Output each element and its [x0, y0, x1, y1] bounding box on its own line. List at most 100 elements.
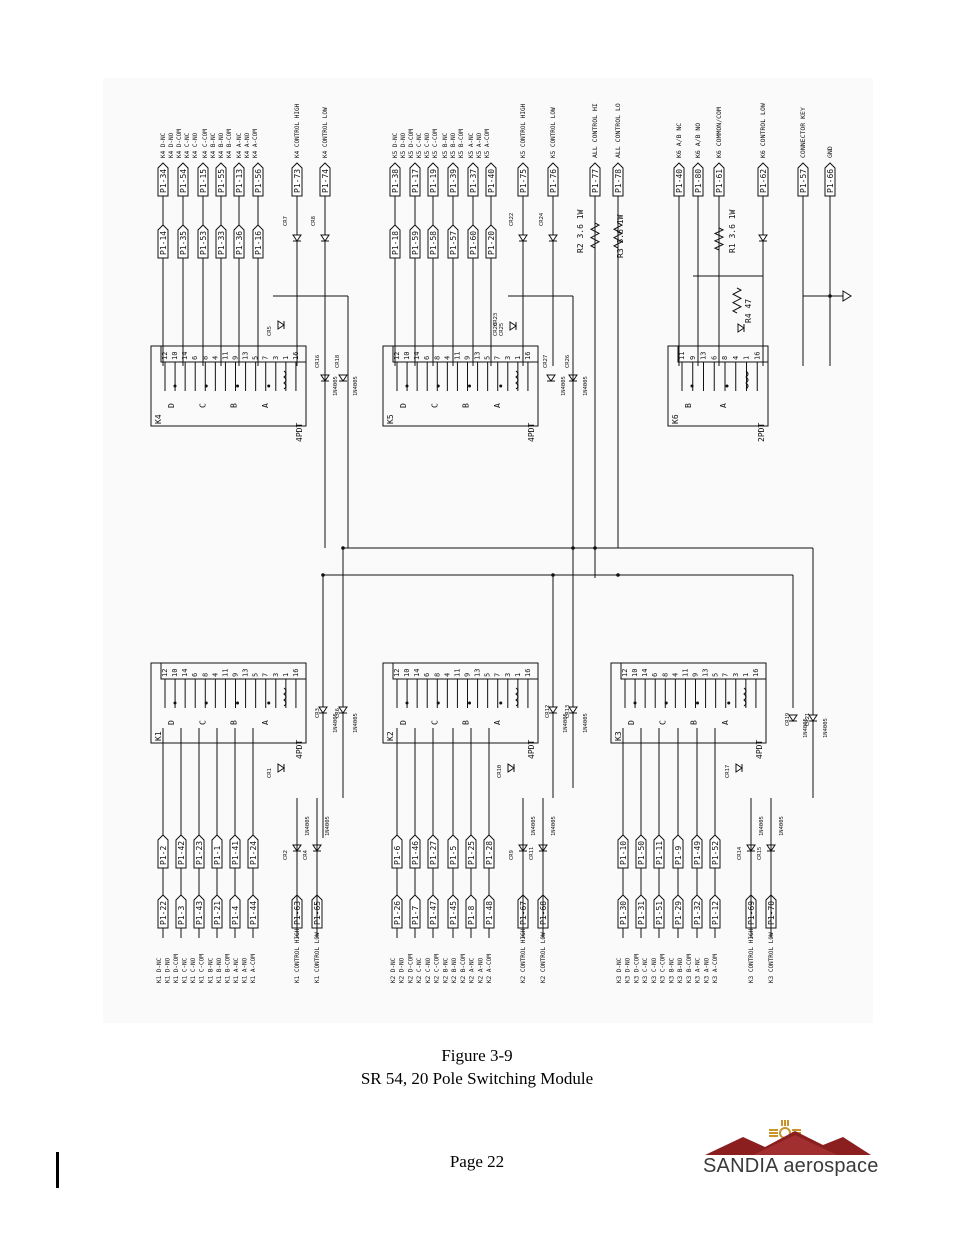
diode-part-label: 1N4005 [353, 713, 359, 733]
k6-connector [797, 162, 809, 197]
connector-label: P1-7 [411, 906, 420, 925]
diode-ref-label: CR8 [311, 216, 317, 226]
k4-connector [157, 162, 169, 197]
connector-label: P1-41 [231, 841, 240, 865]
relay-coil [745, 370, 749, 390]
relay-contact [267, 701, 271, 705]
relay-pin-label: 16 [753, 352, 761, 360]
k4-signal-label: K4 A-NC [236, 132, 243, 158]
relay-name: K2 [386, 731, 395, 741]
k2-signal-label: K2 C-NC [416, 957, 423, 983]
connector-label: P1-4 [231, 906, 240, 925]
connector-label: P1-23 [195, 841, 204, 865]
connector-label: P1-39 [449, 169, 458, 193]
relay-pole-label: C [430, 403, 439, 408]
relay-pin-label: 1 [514, 673, 522, 677]
relay-contact [204, 384, 208, 388]
connector-label: P1-80 [694, 169, 703, 193]
connector-label: P1-50 [637, 841, 646, 865]
k2-connector-left [409, 834, 421, 869]
relay-pin-strip [160, 345, 307, 363]
k5-signal-label: K5 B-NC [442, 132, 449, 158]
relay-pin-label: 16 [292, 669, 300, 677]
k4-signal-label: K4 A-COM [252, 129, 259, 158]
all-control-hi-label: ALL CONTROL HI [591, 103, 599, 158]
relay-pin-label: 8 [433, 673, 441, 677]
k1-signal-label: K1 A-NC [233, 957, 240, 983]
cr3-diode [318, 706, 328, 714]
k4-signal-label: K4 B-COM [226, 129, 233, 158]
k4-connector [291, 162, 303, 197]
relay-contact [405, 701, 409, 705]
cr24-diode [548, 234, 558, 242]
k3-signal-label: K3 A-NC [695, 957, 702, 983]
relay-pole-label: C [198, 403, 207, 408]
diode-part-label: 1N4005 [333, 713, 339, 733]
k2-connector [427, 894, 439, 929]
cr10-diode [507, 763, 515, 773]
cr22-diode [518, 234, 528, 242]
k5-signal-label: K5 B-COM [458, 129, 465, 158]
relay-pin-label: 9 [464, 673, 472, 677]
connector-label: P1-77 [591, 169, 600, 193]
cr12-diode [548, 706, 558, 714]
relay-pin-label: 5 [252, 356, 260, 360]
diode-ref-label: CR26 [565, 355, 571, 368]
connector-label: P1-73 [293, 169, 302, 193]
relay-pin-label: 7 [722, 673, 730, 677]
diode-ref-label: CR1 [267, 768, 273, 778]
k3-connector-left [709, 834, 721, 869]
connector-label: P1-42 [177, 841, 186, 865]
k2-signal-label: K2 D-NO [399, 957, 406, 983]
relay-pin-label: 4 [211, 673, 219, 677]
k6-connector [824, 162, 836, 197]
connector-label: P1-53 [199, 231, 208, 255]
connector-label: P1-49 [693, 841, 702, 865]
k4-signal-label: K4 D-COM [176, 129, 183, 158]
connector-label: P1-40 [487, 169, 496, 193]
diode-ref-label: CR15 [757, 847, 763, 860]
k3-connector [653, 894, 665, 929]
connector-label: P1-46 [411, 841, 420, 865]
connector-label: P1-58 [429, 231, 438, 255]
k3-signal-label: K3 D-NO [625, 957, 632, 983]
r2-label: R2 3.6 1W [576, 209, 585, 253]
connector-label: P1-11 [655, 841, 664, 865]
relay-name: K1 [154, 731, 163, 741]
k3-connector-left [672, 834, 684, 869]
k1-connector [157, 894, 169, 929]
k5-signal-label: K5 A-NO [476, 132, 483, 158]
r1-resistor [713, 227, 725, 251]
k2-signal-label: K2 CONTROL LOW [540, 932, 547, 983]
diode-ref-label: CR13 [565, 705, 571, 718]
relay-contact [468, 701, 471, 705]
relay-pin-label: 1 [742, 673, 750, 677]
junction-dot [571, 546, 575, 550]
k1-connector [193, 894, 205, 929]
k2-signal-label: K2 D-COM [407, 954, 414, 983]
connector-label: P1-76 [549, 169, 558, 193]
relay-pin-label: 9 [232, 673, 240, 677]
relay-pin-strip [620, 662, 767, 680]
junction-dot [593, 546, 597, 550]
k3-connector-left [617, 834, 629, 869]
connector-label: P1-17 [411, 169, 420, 193]
k6-signal-label: K6 A/B NC [675, 123, 683, 158]
relay-pin-label: 1 [282, 673, 290, 677]
k4-connector-lower [215, 224, 227, 259]
logo-text: SANDIA aerospace [703, 1155, 879, 1177]
k5-connector-lower [409, 224, 421, 259]
diode-part-label: 1N4005 [803, 718, 809, 738]
junction-dot [616, 573, 620, 577]
connector-label: P1-57 [449, 231, 458, 255]
k5-connector-lower [485, 224, 497, 259]
connector-label: P1-75 [519, 169, 528, 193]
k3-signal-label: K3 C-COM [660, 954, 667, 983]
k4-signal-label: K4 D-NC [160, 132, 167, 158]
k5-signal-label: K5 B-NO [450, 132, 457, 158]
k3-signal-label: K3 CONTROL HIGH [748, 928, 755, 983]
figure-label: Figure 3-9 [441, 1046, 513, 1065]
k4-connector-lower [197, 224, 209, 259]
k5-signal-label: K5 C-NO [424, 132, 431, 158]
k1-signal-label: K1 B-NO [216, 957, 223, 983]
